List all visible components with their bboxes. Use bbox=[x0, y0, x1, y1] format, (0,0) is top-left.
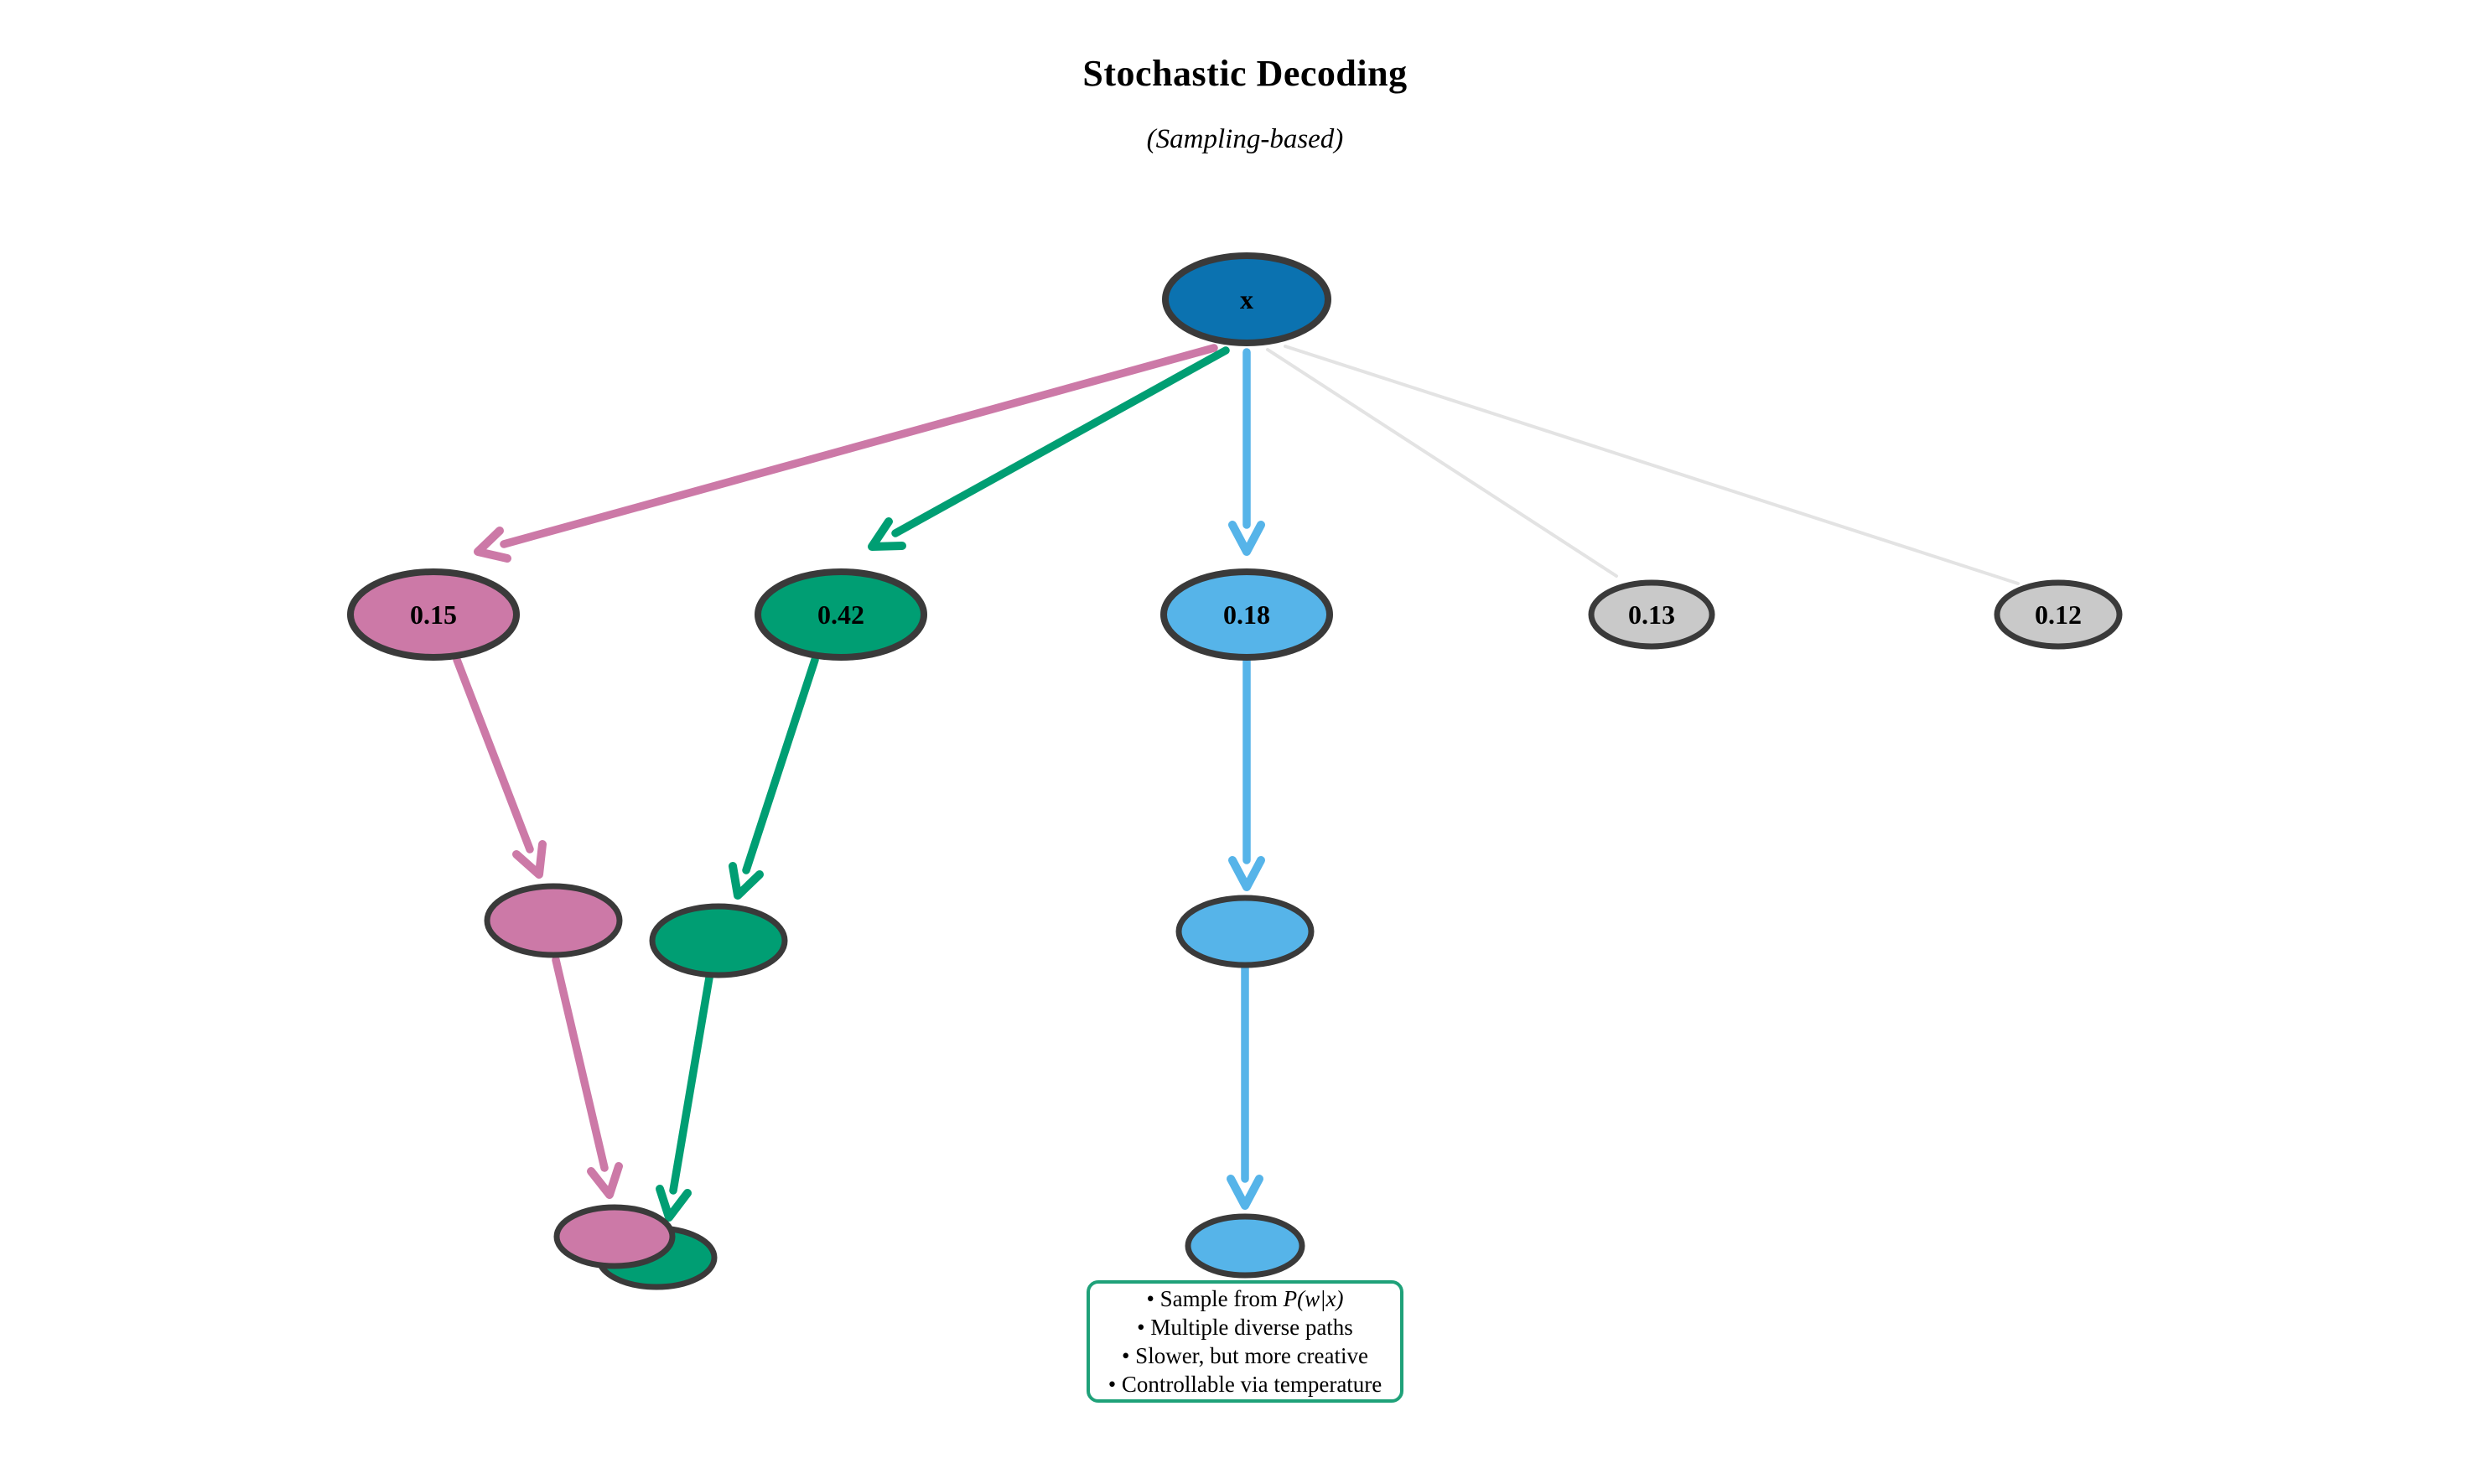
note-multiple-paths: • Multiple diverse paths bbox=[1137, 1315, 1353, 1340]
edge-root-to-gray2 bbox=[1284, 345, 2020, 585]
node-prob-blue bbox=[1160, 568, 1333, 661]
arrowhead-green-l2-to-l3 bbox=[729, 862, 764, 900]
arrowhead-pink-l2-to-l3 bbox=[512, 840, 547, 879]
node-prob-blue-label: 0.18 bbox=[1223, 599, 1270, 630]
node-root bbox=[1162, 252, 1331, 346]
page-subtitle: (Sampling-based) bbox=[1146, 124, 1344, 154]
note-slower-creative: • Slower, but more creative bbox=[1121, 1343, 1369, 1368]
arrowhead-root-to-green bbox=[868, 517, 906, 551]
edge-green-l3-to-l4 bbox=[669, 973, 713, 1195]
edge-root-to-green bbox=[891, 346, 1230, 537]
arrowhead-root-to-pink bbox=[474, 527, 511, 563]
node-sample-blue-l3 bbox=[1175, 895, 1315, 968]
arrowhead-green-l3-to-l4 bbox=[656, 1185, 692, 1222]
edge-green-l2-to-l3 bbox=[742, 656, 819, 874]
note-temperature: • Controllable via temperature bbox=[1108, 1372, 1382, 1397]
arrowhead-blue-l3-to-l4 bbox=[1227, 1175, 1263, 1210]
edge-pink-l3-to-l4 bbox=[552, 956, 609, 1172]
node-root-label: x bbox=[1240, 284, 1253, 314]
node-sample-pink-l4 bbox=[553, 1204, 676, 1269]
page-title: Stochastic Decoding bbox=[1082, 53, 1408, 94]
edge-pink-l2-to-l3 bbox=[453, 656, 534, 854]
node-sample-pink-l3 bbox=[484, 883, 623, 958]
node-prob-pink-label: 0.15 bbox=[410, 599, 457, 630]
notes-box: • Sample from P(w|x) • Multiple diverse … bbox=[1087, 1280, 1403, 1403]
arrowhead-root-to-blue bbox=[1228, 521, 1265, 556]
arrowhead-blue-l2-to-l3 bbox=[1228, 856, 1265, 891]
node-prob-green bbox=[755, 568, 927, 661]
node-prob-pink bbox=[347, 568, 520, 661]
note-sample-from: • Sample from P(w|x) bbox=[1146, 1286, 1344, 1311]
edge-root-to-gray1 bbox=[1266, 348, 1618, 578]
node-sample-green-l3 bbox=[649, 903, 788, 978]
math-p-w-given-x: P(w|x) bbox=[1283, 1286, 1344, 1311]
node-sample-blue-l4 bbox=[1185, 1213, 1305, 1279]
edge-root-to-pink bbox=[500, 344, 1218, 548]
node-prob-gray1-label: 0.13 bbox=[1628, 599, 1675, 630]
node-prob-gray2 bbox=[1994, 579, 2123, 650]
node-prob-gray1 bbox=[1588, 579, 1715, 650]
arrowhead-pink-l3-to-l4 bbox=[587, 1162, 623, 1199]
node-prob-gray2-label: 0.12 bbox=[2035, 599, 2082, 630]
node-prob-green-label: 0.42 bbox=[817, 599, 864, 630]
